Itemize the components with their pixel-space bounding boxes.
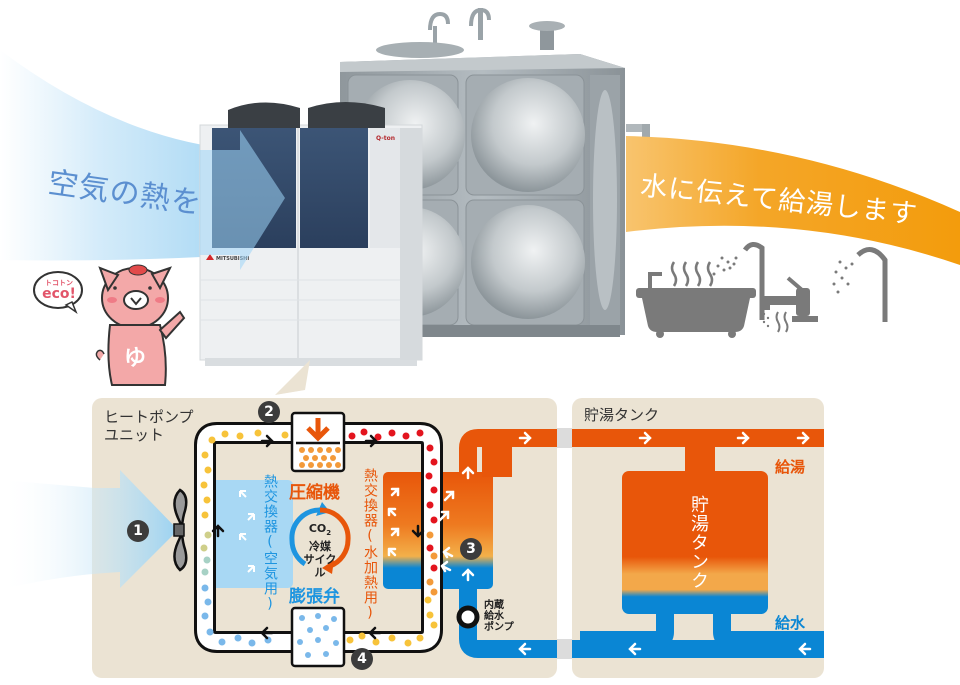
tank-vent <box>540 28 554 50</box>
cycle-arrow-orange <box>319 507 351 569</box>
cycle-arrow-blue <box>289 507 321 567</box>
faucet-icon <box>762 276 818 333</box>
tank-outlet-pipe <box>626 124 648 132</box>
pump-label-line2: 給水 <box>484 611 504 622</box>
expansion-valve-label: 膨張弁 <box>289 587 340 607</box>
cycle-text: サイクル <box>303 553 337 580</box>
fan-icon <box>173 488 188 572</box>
heat-pump-title-line1: ヒートポンプ <box>104 408 194 426</box>
expansion-particles <box>297 613 339 658</box>
speech-bubble-small-text: トコトン <box>45 279 73 287</box>
speech-bubble-eco-text: eco! <box>42 286 76 302</box>
callout-pointer <box>275 360 310 395</box>
mascot-pig <box>33 264 186 386</box>
loop-direction-arrows <box>211 434 425 640</box>
tank-panel-title: 貯湯タンク <box>584 406 660 424</box>
step-badge-2: 2 <box>258 401 280 423</box>
water-supply-label: 給水 <box>775 614 806 632</box>
step-badge-3: 3 <box>460 538 482 560</box>
step-badge-4: 4 <box>351 648 373 670</box>
compressor-particles <box>299 447 341 468</box>
water-hx-label: 熱交換器(水加熱用) <box>362 468 378 622</box>
compression-arrow-icon <box>306 418 330 442</box>
unit-model-logo: Q-ton <box>376 135 395 142</box>
refrigerant-text: 冷媒 <box>309 540 331 554</box>
pipe-connector-bottom <box>557 639 572 659</box>
step-badge-1: 1 <box>127 520 149 542</box>
storage-tank-label: 貯湯タンク <box>688 495 709 590</box>
pump-label: 内蔵 給水 ポンプ <box>484 600 514 633</box>
hot-supply-label: 給湯 <box>775 458 806 476</box>
hot-water-pipe <box>459 429 824 472</box>
shower-head-icon <box>832 247 888 322</box>
storage-tank <box>622 471 768 614</box>
refrigerant-particles <box>200 428 438 647</box>
heat-pump-title-line2: ユニット <box>104 426 165 444</box>
mitsubishi-logo-icon <box>206 254 214 260</box>
cold-water-pipe <box>459 580 824 658</box>
co2-text: CO2 <box>308 522 332 538</box>
usage-icons <box>636 242 888 338</box>
unit-fan-cover-left <box>228 102 300 128</box>
air-hx-label: 熱交換器(空気用) <box>262 474 278 613</box>
tank-hook-pipe <box>478 8 483 40</box>
pipe-connector-top <box>557 428 572 448</box>
co2-cycle-label: CO2 冷媒 サイクル <box>300 522 340 579</box>
shower-icon <box>712 242 765 320</box>
tank-manhole <box>376 42 464 58</box>
flow-arrows <box>387 431 812 656</box>
bathtub-icon <box>636 261 756 338</box>
pump-icon <box>456 605 480 629</box>
air-arrow-overlay <box>200 130 285 270</box>
pump-label-line1: 内蔵 <box>484 600 504 611</box>
pump-label-line3: ポンプ <box>484 622 514 633</box>
mascot-shirt-char: ゆ <box>124 346 147 371</box>
speech-bubble <box>33 271 83 309</box>
unit-brand-label: MITSUBISHI <box>216 256 249 262</box>
compressor-label: 圧縮機 <box>289 483 340 503</box>
unit-fan-cover-right <box>308 102 385 128</box>
air-inflow-arrow <box>0 470 178 590</box>
hot-water-swoosh <box>626 136 960 265</box>
